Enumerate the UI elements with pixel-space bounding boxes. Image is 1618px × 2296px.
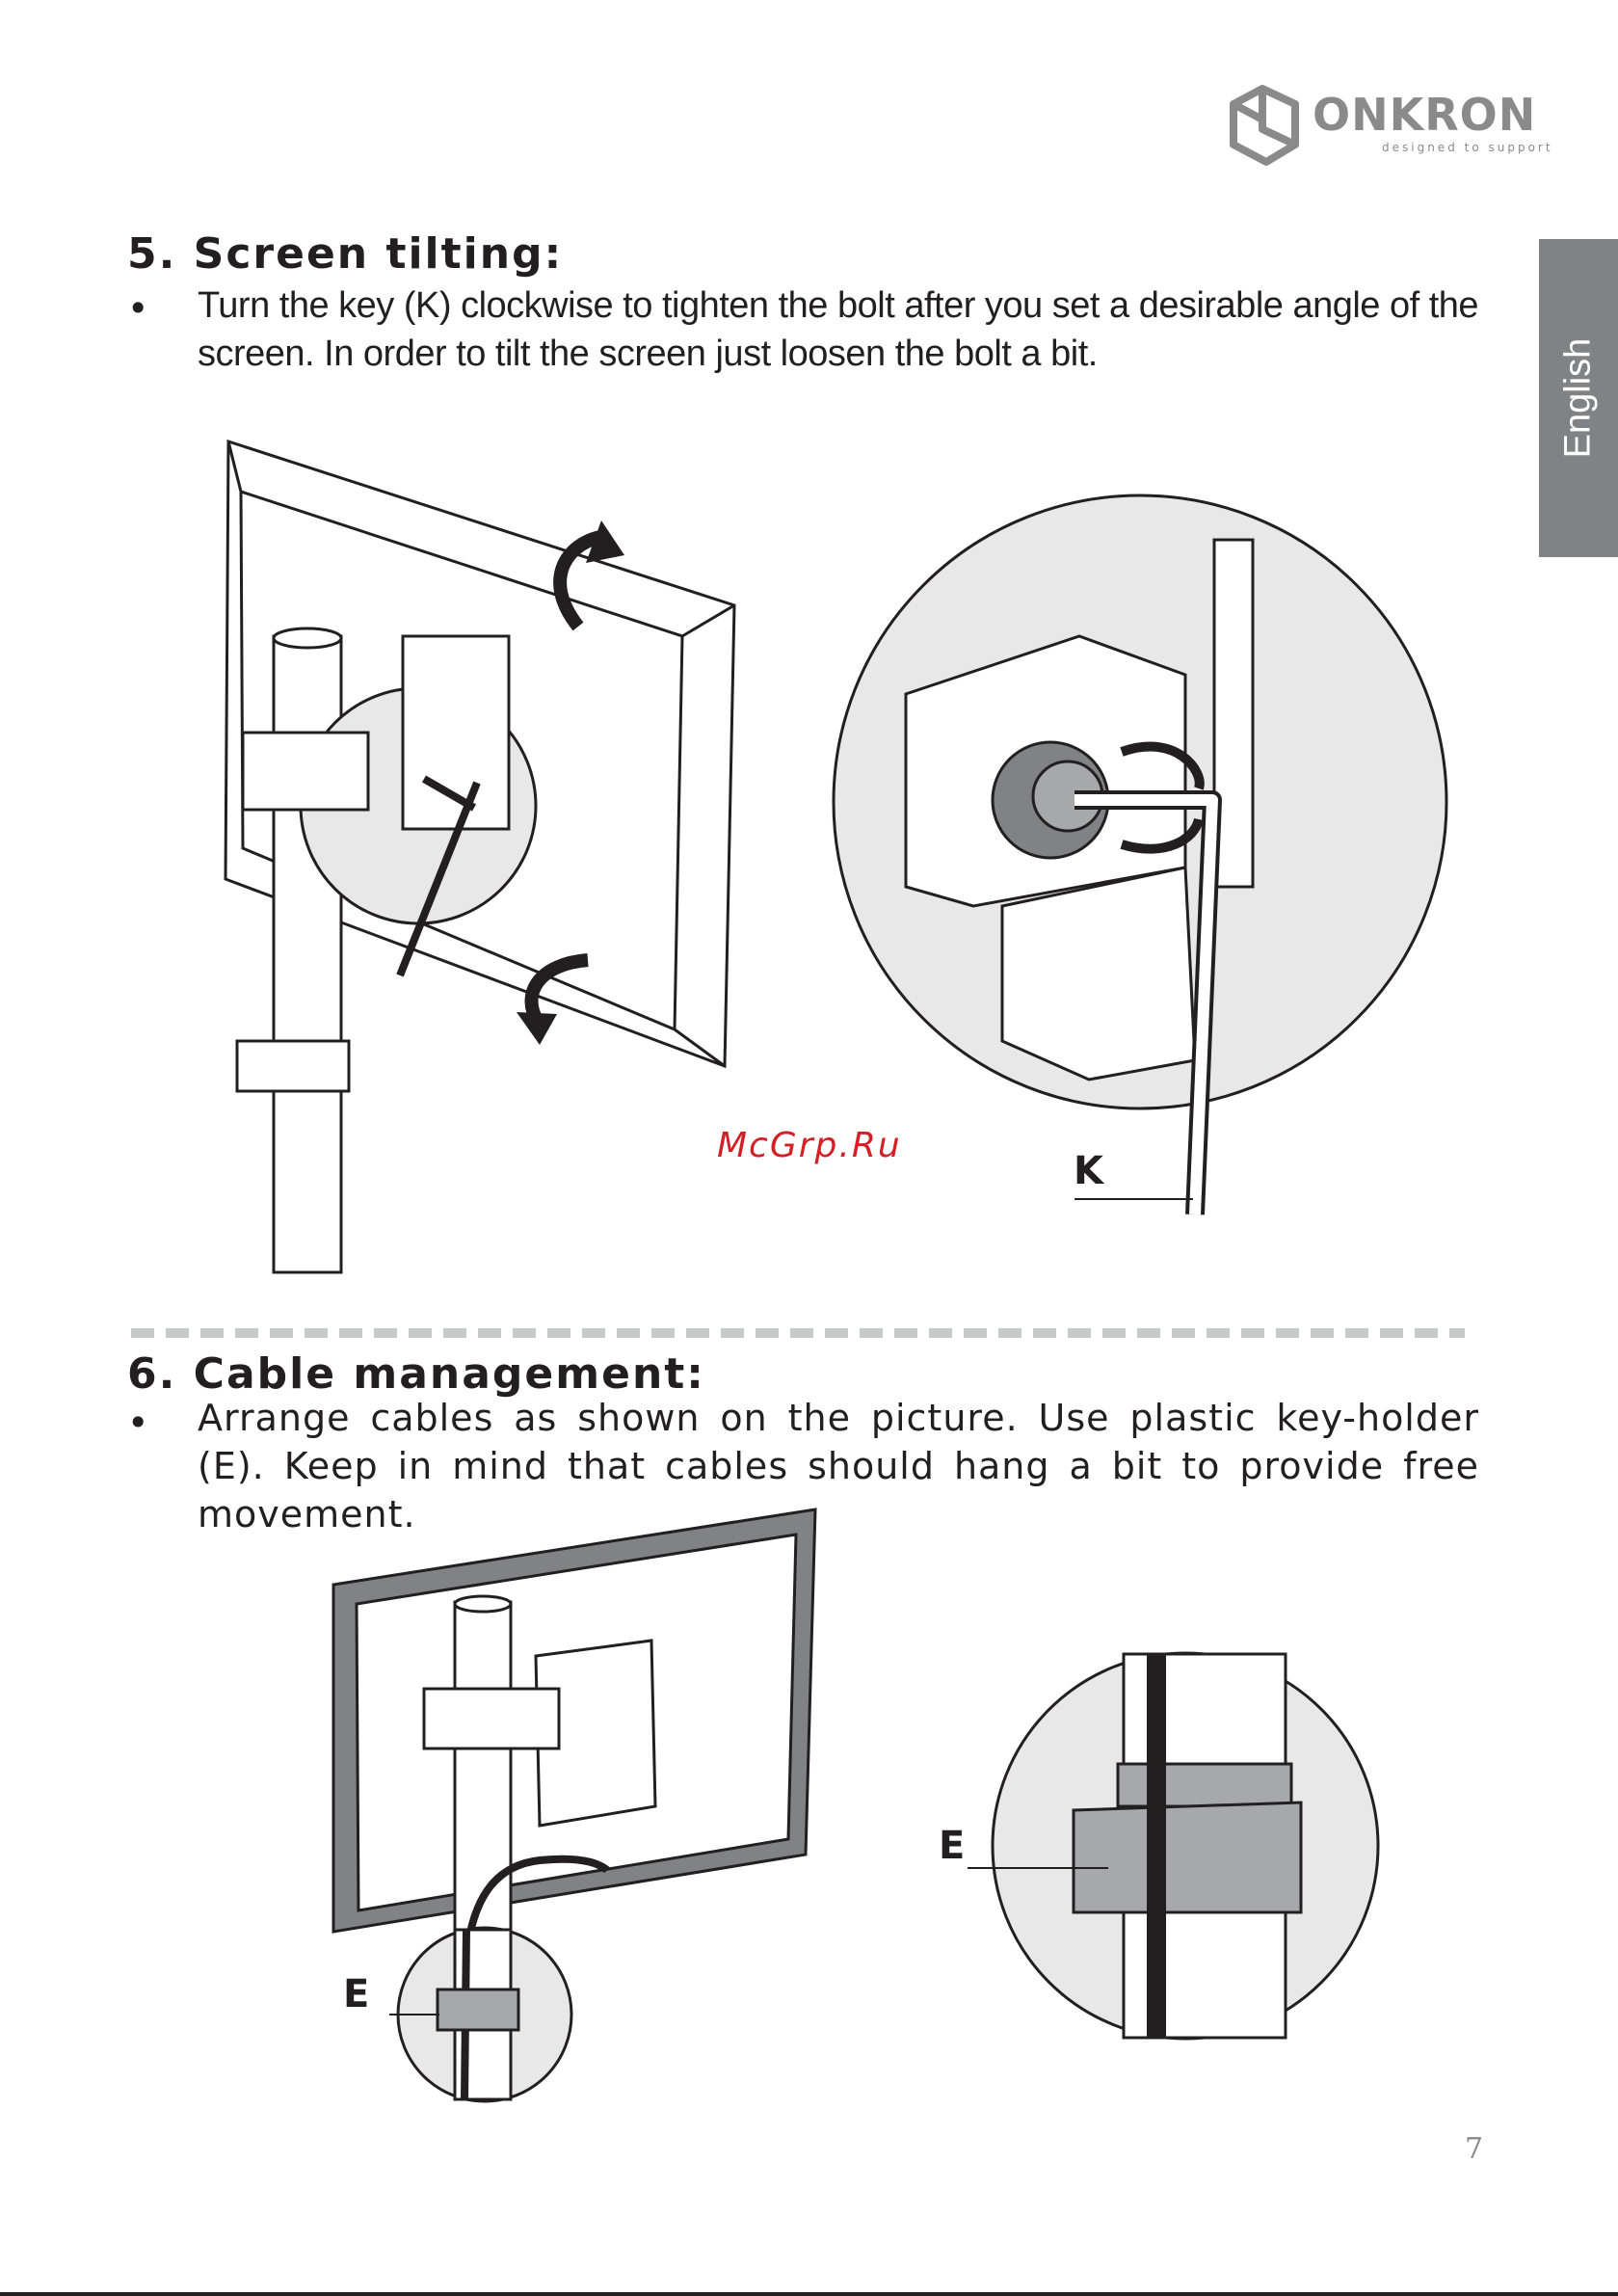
bullet: • — [127, 1402, 149, 1444]
brand-tagline: designed to support — [1382, 141, 1553, 154]
onkron-logo-icon — [1230, 85, 1299, 166]
language-tab: English — [1539, 239, 1618, 557]
bullet: • — [127, 287, 149, 330]
callout-e-right: E — [939, 1824, 966, 1868]
callout-k: K — [1074, 1149, 1103, 1193]
watermark: McGrp.Ru — [717, 1126, 902, 1165]
section-6-heading: 6. Cable management: — [127, 1349, 705, 1399]
section-5-text: Turn the key (K) clockwise to tighten th… — [198, 285, 1479, 374]
brand-name: ONKRON — [1313, 89, 1537, 141]
brand-logo: ONKRON designed to support — [1224, 83, 1552, 170]
section-divider — [131, 1328, 1465, 1338]
screen-tilt-illustration — [224, 439, 1448, 1274]
section-5-heading: 5. Screen tilting: — [127, 229, 564, 279]
section-6-text: Arrange cables as shown on the picture. … — [198, 1397, 1479, 1535]
page-number: 7 — [1465, 2132, 1484, 2166]
cable-management-illustration — [332, 1508, 1380, 2103]
callout-e-left: E — [343, 1972, 370, 2016]
bottom-rule — [0, 2292, 1618, 2296]
